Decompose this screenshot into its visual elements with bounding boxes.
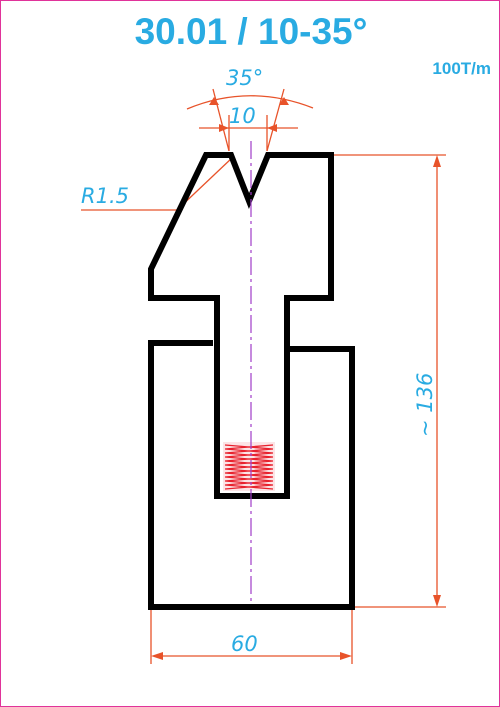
load-capacity-label: 100T/m — [432, 59, 491, 78]
opening-label: 10 — [229, 104, 256, 128]
tool-title: 30.01 / 10-35° — [134, 11, 368, 52]
angle-dimension-arc — [186, 95, 314, 110]
arrow-angle-right — [279, 97, 289, 105]
radius-label: R1.5 — [81, 184, 129, 208]
angle-label: 35° — [226, 66, 263, 90]
arrow-opening-right — [267, 124, 277, 132]
arrow-opening-left — [219, 124, 229, 132]
punch-upper-outline — [148, 152, 334, 499]
height-label: ~ 136 — [413, 373, 437, 437]
die-holder-outline — [148, 340, 355, 610]
tool-profile — [148, 152, 355, 610]
arrow-width-right — [340, 652, 352, 660]
spring — [223, 442, 275, 491]
arrow-angle-left — [209, 97, 219, 105]
arrow-height-top — [433, 155, 441, 167]
arrow-width-left — [151, 652, 163, 660]
dimension-arrows — [151, 97, 441, 660]
arrow-height-bottom — [433, 595, 441, 607]
width-label: 60 — [231, 632, 258, 656]
dimension-lines — [81, 88, 446, 664]
spring-coils-back — [224, 444, 274, 490]
